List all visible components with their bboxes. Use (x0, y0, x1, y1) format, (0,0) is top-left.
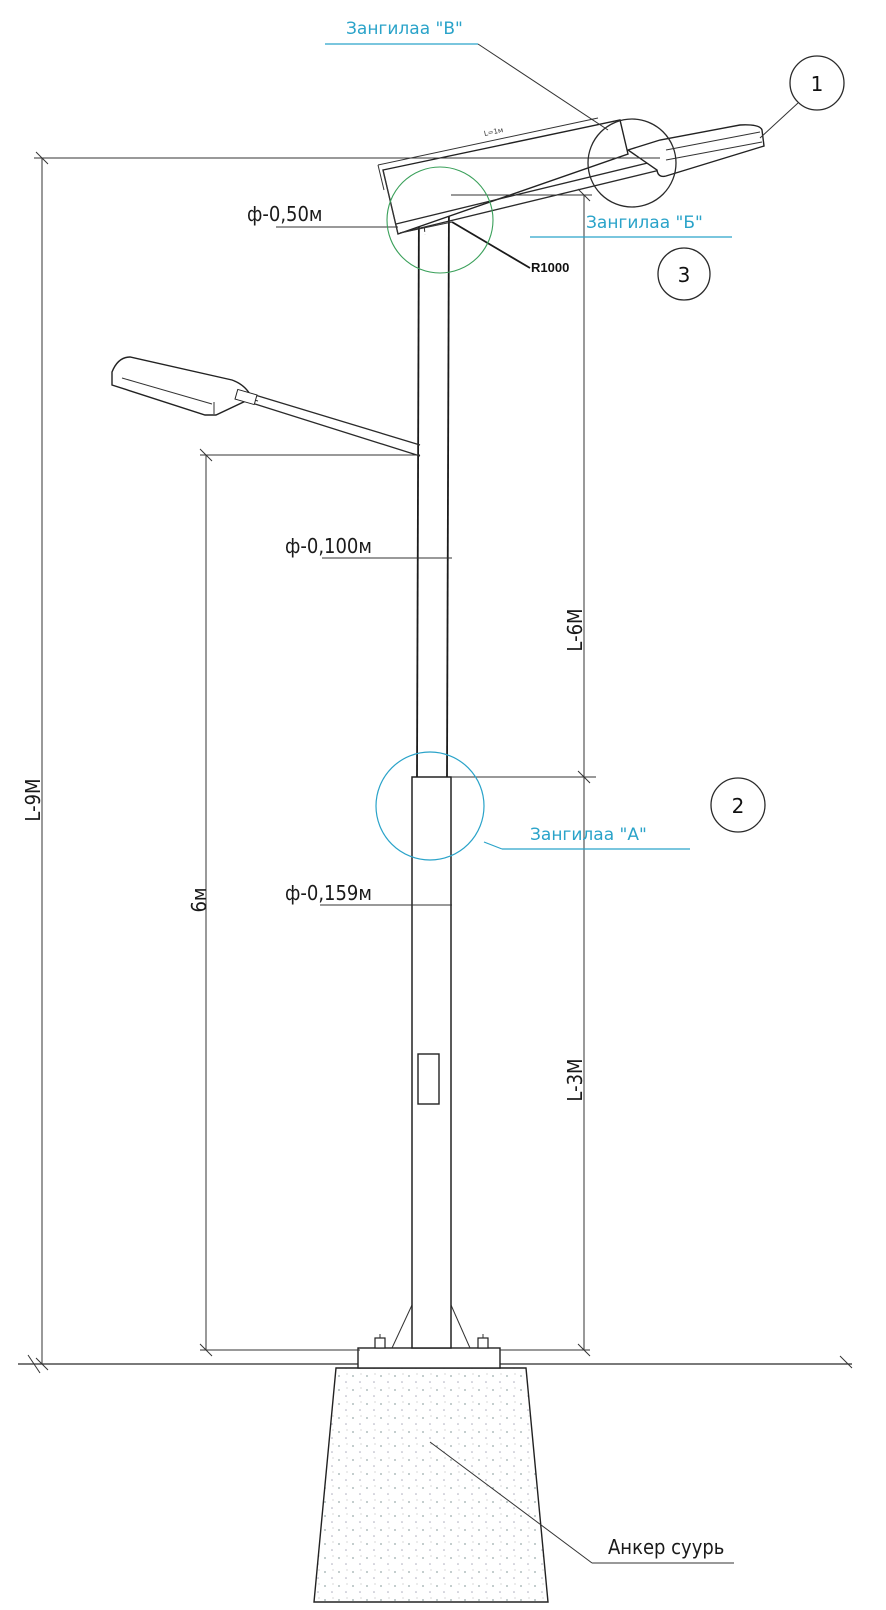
dimension-arm-length (377, 117, 599, 191)
detail-circle-a (375, 751, 485, 861)
upper-arm (382, 119, 661, 235)
label-lower-height: L-3М (563, 1058, 587, 1101)
leader-anchor (429, 1441, 593, 1564)
svg-text:3: 3 (678, 263, 691, 287)
svg-text:1: 1 (811, 72, 824, 96)
label-detail-b: Зангилаа "Б" (586, 213, 703, 233)
label-radius: R1000 (531, 260, 569, 275)
svg-text:2: 2 (732, 794, 745, 818)
detail-circle-b (386, 166, 494, 274)
lower-lamp (111, 356, 258, 416)
label-dia-bottom: ф-0,159м (285, 881, 372, 905)
pole-lower-section (411, 776, 452, 1349)
label-detail-v: Зангилаа "В" (346, 19, 463, 39)
label-detail-a: Зангилаа "А" (530, 825, 647, 845)
leader-radius (451, 221, 531, 269)
callout-1 (789, 55, 845, 111)
anchor-foundation (313, 1304, 549, 1603)
dimension-arm-height (199, 448, 420, 1357)
upper-lamp (626, 124, 765, 178)
dimension-total-height (34, 151, 660, 1371)
pole-upper-section (416, 194, 450, 778)
detail-circle-v (587, 118, 677, 208)
service-hatch (417, 1053, 440, 1105)
label-total-height: L-9М (21, 778, 45, 821)
label-arm-length: L=1м (483, 126, 504, 138)
label-upper-height: L-6М (563, 608, 587, 651)
label-dia-mid: ф-0,100м (285, 534, 372, 558)
callout-2 (710, 777, 766, 833)
lower-arm (239, 394, 421, 457)
callout-3 (657, 247, 711, 301)
label-anchor: Анкер суурь (608, 1535, 724, 1559)
label-dia-top: ф-0,50м (247, 202, 323, 226)
label-arm-height: 6м (187, 887, 211, 912)
